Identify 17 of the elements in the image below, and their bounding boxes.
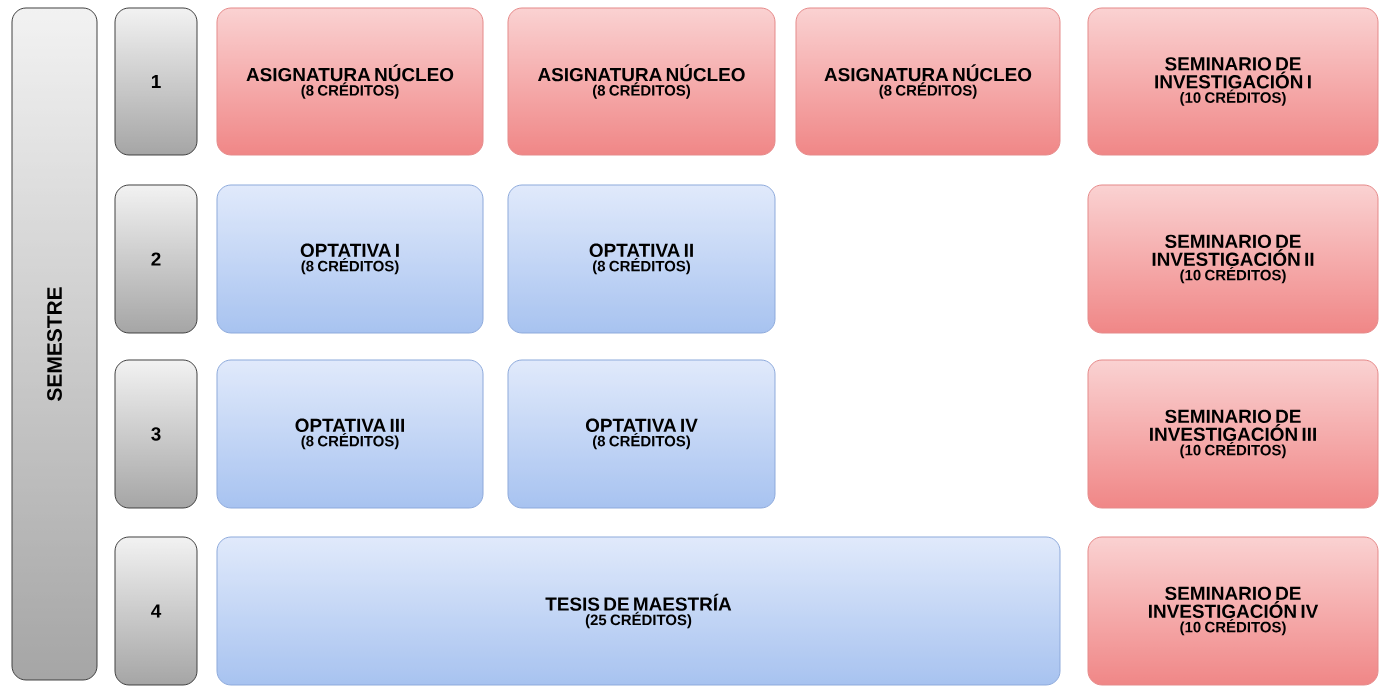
course-box: SEMINARIO DE INVESTIGACIÓN IV (10 CRÉDITOS) [1087, 536, 1379, 686]
number-box: 4 [114, 536, 198, 686]
course-box: ASIGNATURA NÚCLEO (8 CRÉDITOS) [795, 7, 1061, 156]
course-box: ASIGNATURA NÚCLEO (8 CRÉDITOS) [216, 7, 484, 156]
course-box: TESIS DE MAESTRÍA (25 CRÉDITOS) [216, 536, 1061, 686]
number-box: 2 [114, 184, 198, 334]
course-box: SEMINARIO DE INVESTIGACIÓN II (10 CRÉDITOS) [1087, 184, 1379, 334]
course-box: OPTATIVA II (8 CRÉDITOS) [507, 184, 776, 334]
course-box: OPTATIVA III (8 CRÉDITOS) [216, 359, 484, 509]
course-box: OPTATIVA I (8 CRÉDITOS) [216, 184, 484, 334]
number-box: 1 [114, 7, 198, 156]
semester-bar: SEMESTRE [11, 7, 98, 681]
number-box: 3 [114, 359, 198, 509]
course-box: ASIGNATURA NÚCLEO (8 CRÉDITOS) [507, 7, 776, 156]
course-box: SEMINARIO DE INVESTIGACIÓN I (10 CRÉDITOS) [1087, 7, 1379, 156]
course-box: SEMINARIO DE INVESTIGACIÓN III (10 CRÉDITOS) [1087, 359, 1379, 509]
course-box: OPTATIVA IV (8 CRÉDITOS) [507, 359, 776, 509]
